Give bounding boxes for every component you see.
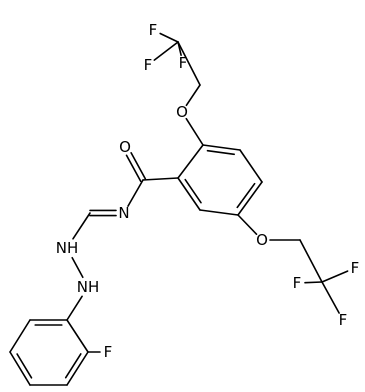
bond-cp5-cp6 xyxy=(66,351,89,386)
bond-ca5-ca6-inner xyxy=(184,178,202,204)
bond-cp2-cp3 xyxy=(9,319,31,353)
atom-label-f1: F xyxy=(149,21,158,39)
bond-n2-n3 xyxy=(71,256,84,279)
bond-cc-n1 xyxy=(127,179,144,207)
bond-cm-n2 xyxy=(72,212,91,240)
bond-c2-o1 xyxy=(185,84,201,107)
atom-label-f6: F xyxy=(339,311,348,329)
bond-cp3-cp4 xyxy=(9,351,31,386)
atom-label-f3: F xyxy=(179,54,188,72)
atom-label-n2: NH xyxy=(56,239,79,257)
atom-label-f4: F xyxy=(293,274,302,292)
bond-ca3-ca4-inner xyxy=(236,182,256,209)
bond-f2-c1 xyxy=(153,41,179,61)
bond-c1-c2 xyxy=(177,41,201,86)
atom-label-oc: O xyxy=(119,138,131,156)
bond-ca4-ca5 xyxy=(199,209,239,216)
atom-label-f7: F xyxy=(104,343,113,361)
bond-c4-f4 xyxy=(304,281,323,284)
bond-f1-c1 xyxy=(159,32,179,43)
bond-ca1-ca2 xyxy=(202,144,241,151)
bond-o1-ca1 xyxy=(185,117,204,146)
atom-label-o2: O xyxy=(256,231,268,249)
bond-c3-c4 xyxy=(299,239,323,283)
bond-ca4-o2 xyxy=(237,214,258,235)
bond-ca1-ca2-inner xyxy=(206,149,235,156)
bond-cp3-cp4-inner xyxy=(16,353,33,379)
bond-ca5-ca6 xyxy=(177,177,201,211)
bond-n3-cp1 xyxy=(66,295,83,321)
bond-cp6-cp1 xyxy=(66,319,89,353)
bond-ca3-ca4 xyxy=(237,181,263,216)
atom-label-o1: O xyxy=(176,103,188,121)
bond-ca6-cc xyxy=(142,177,179,181)
atom-label-f5: F xyxy=(351,259,360,277)
atom-label-f2: F xyxy=(144,56,153,74)
bond-cc-oc xyxy=(130,152,147,180)
bond-c4-f6 xyxy=(321,281,340,314)
bond-cp5-cp6-inner xyxy=(64,353,82,379)
bond-c4-f5 xyxy=(321,270,349,283)
atom-label-n1: N xyxy=(118,204,129,222)
atom-label-n3: NH xyxy=(77,278,100,296)
bond-ca2-ca3 xyxy=(239,149,263,183)
bonds-layer xyxy=(9,32,349,386)
bond-ca6-ca1 xyxy=(177,144,204,179)
bond-cc-oc-second xyxy=(125,154,142,182)
